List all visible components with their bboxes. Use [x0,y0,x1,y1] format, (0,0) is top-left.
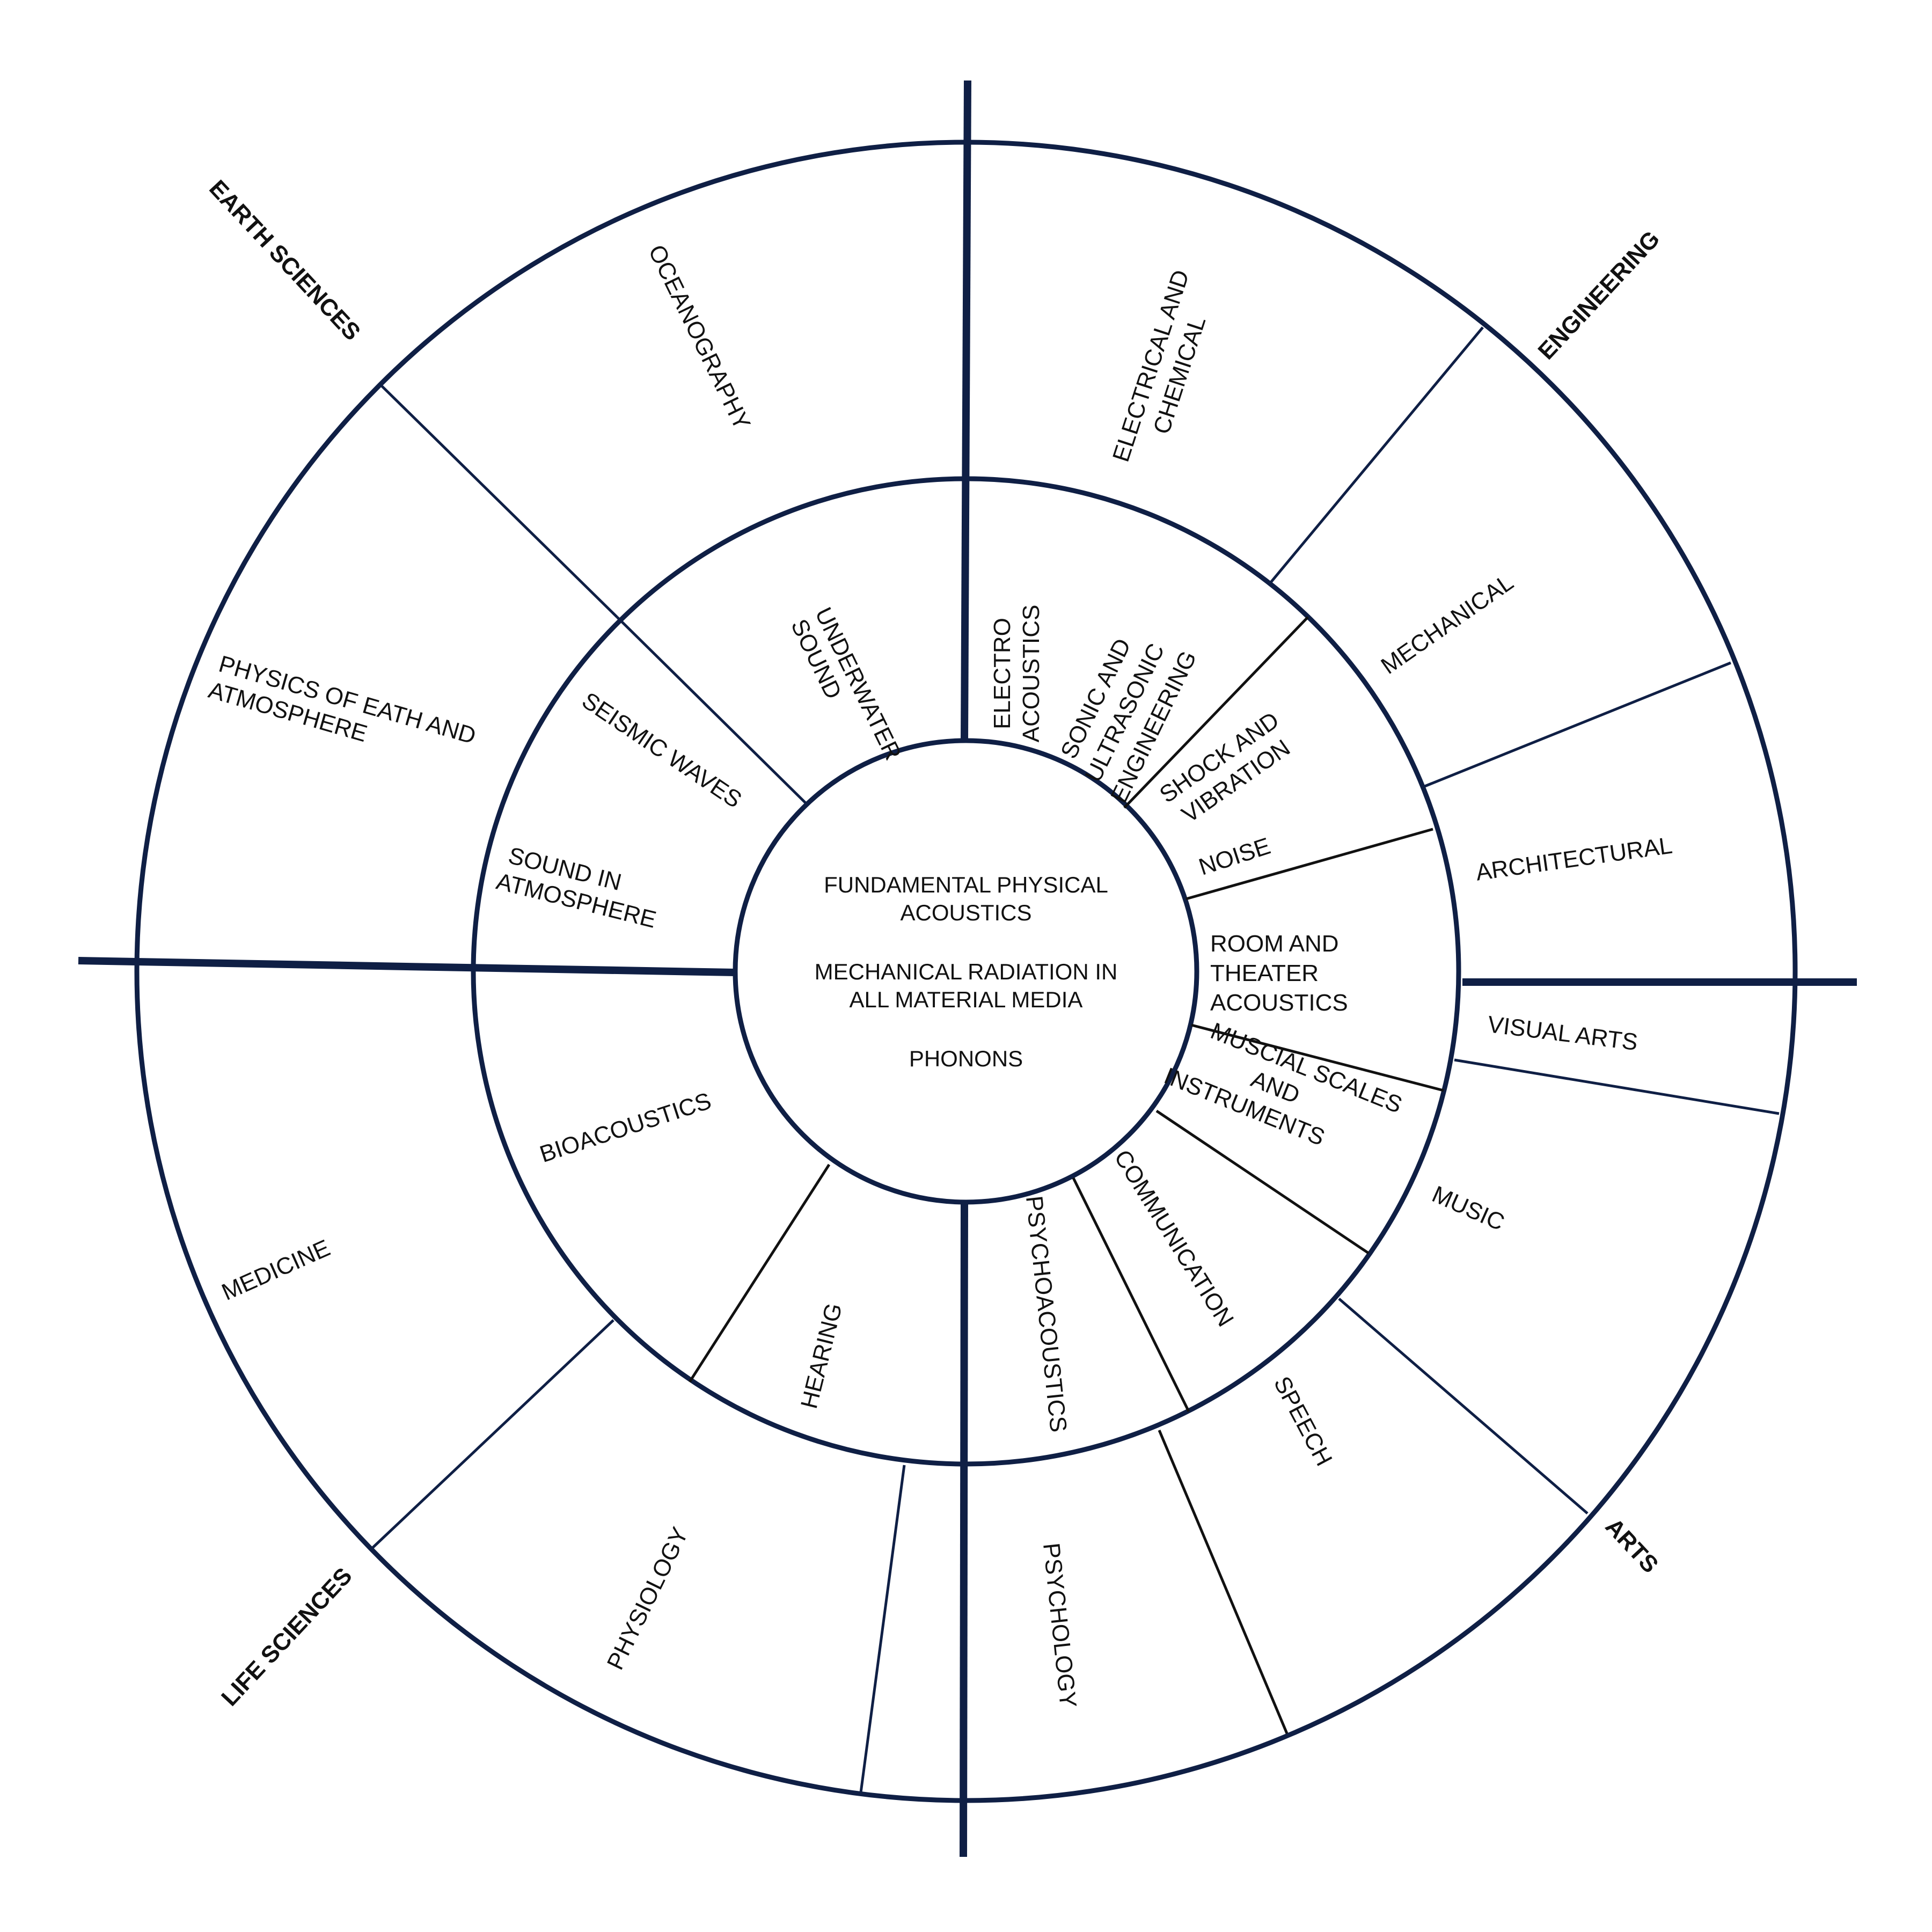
divider-electrical-mechanical [1270,326,1484,583]
label-electro-acoustics: ELECTRO ACOUSTICS [989,605,1044,743]
label-musical-scales: MUSCIAL SCALES AND INSTRUMENTS [1160,1018,1406,1151]
divider-oceanography-physics [379,383,618,618]
label-room-theater-line-3: ACOUSTICS [1210,990,1348,1016]
center-line-3: MECHANICAL RADIATION IN [815,959,1118,984]
axis-left [78,957,736,976]
divider-room-musical [1191,1023,1444,1092]
label-room-theater: ROOM AND THEATER ACOUSTICS [1210,931,1348,1016]
label-hearing: HEARING [796,1300,847,1411]
divider-sonic-shock [1123,616,1309,809]
label-electro-acoustics-line-2: ACOUSTICS [1018,605,1044,743]
center-line-2: ACOUSTICS [900,900,1031,925]
label-architectural: ARCHITECTURAL [1474,832,1674,886]
label-sound-in-atmosphere: SOUND IN ATMOSPHERE [494,843,659,933]
label-mechanical: MECHANICAL [1376,569,1518,679]
label-physiology: PHYSIOLOGY [602,1523,694,1674]
category-engineering: ENGINEERING [1533,226,1665,365]
label-psychoacoustics: PSYCHOACOUSTICS [1021,1195,1072,1433]
label-speech: SPEECH [1269,1372,1337,1470]
divider-communication-psychoacoustics [1072,1177,1190,1413]
divider-seismic-underwater [616,616,809,806]
label-bioacoustics: BIOACOUSTICS [537,1088,714,1168]
center-line-5: PHONONS [909,1046,1023,1071]
label-noise: NOISE [1196,833,1274,881]
category-earth-sciences: EARTH SCIENCES [204,175,365,346]
category-arts: ARTS [1600,1513,1664,1578]
category-life-sciences: LIFE SCIENCES [216,1563,357,1711]
label-room-theater-line-1: ROOM AND [1210,931,1339,957]
label-oceanography: OCEANOGRAPHY [643,241,755,434]
divider-speech-psychology [1158,1430,1289,1734]
divider-musical-communication [1155,1109,1370,1255]
label-electro-acoustics-line-1: ELECTRO [989,618,1015,729]
divider-hearing-bioacoustics [688,1163,831,1383]
divider-music-speech [1338,1298,1589,1514]
divider-noise-room [1185,828,1433,901]
divider-physiology-medicine [369,1319,614,1551]
label-room-theater-line-2: THEATER [1210,960,1319,986]
axis-bottom [960,1202,968,1857]
divider-psychology-physiology [859,1465,906,1793]
label-music: MUSIC [1428,1181,1508,1236]
axis-top [961,80,971,741]
label-underwater-sound: UNDERWATER SOUND [786,603,906,764]
divider-visual-arts-music [1454,1058,1780,1115]
label-communication: COMMUNICATION [1109,1145,1239,1331]
label-psychology: PSYCHOLOGY [1038,1542,1081,1709]
label-shock-vibration: SHOCK AND VIBRATION [1155,707,1295,828]
center-label: FUNDAMENTAL PHYSICAL ACOUSTICS MECHANICA… [815,872,1118,1071]
label-electrical-chemical: ELECTRICAL AND CHEMICAL [1108,267,1211,465]
center-line-1: FUNDAMENTAL PHYSICAL [824,872,1108,897]
label-medicine: MEDICINE [218,1235,334,1306]
label-seismic-waves: SEISMIC WAVES [577,687,746,814]
center-line-4: ALL MATERIAL MEDIA [850,987,1083,1012]
divider-mechanical-architectural [1424,661,1731,788]
label-physics-earth-atmosphere: PHYSICS OF EATH AND ATMOSPHERE [206,651,479,750]
label-visual-arts: VISUAL ARTS [1486,1011,1639,1056]
